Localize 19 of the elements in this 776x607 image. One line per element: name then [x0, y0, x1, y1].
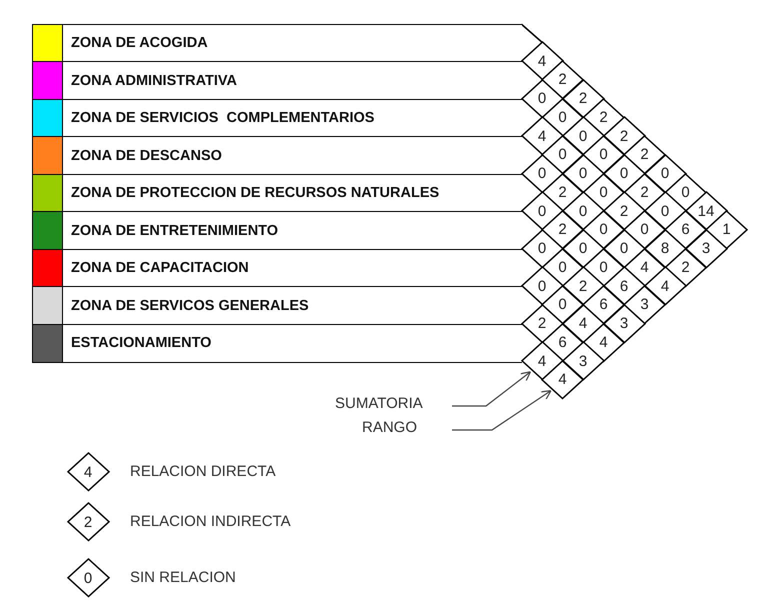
arrow: [452, 371, 532, 407]
arrow: [452, 390, 552, 431]
zone-label: ZONA DE PROTECCION DE RECURSOS NATURALES: [71, 185, 440, 201]
zone-label: ZONA DE ENTRETENIMIENTO: [71, 222, 278, 238]
zone-label: ESTACIONAMIENTO: [71, 335, 212, 351]
zone-label: ZONA DE SERVICOS GENERALES: [71, 298, 309, 314]
zone-label: ZONA DE ACOGIDA: [71, 35, 208, 51]
zone-label: ZONA DE DESCANSO: [71, 148, 222, 164]
zone-label: ZONA DE CAPACITACION: [71, 260, 249, 276]
legend-label: SIN RELACION: [130, 569, 236, 586]
zone-label: ZONA ADMINISTRATIVA: [71, 72, 237, 88]
legend-label: RELACION DIRECTA: [130, 463, 276, 480]
annotation-label: SUMATORIA: [335, 395, 452, 415]
zone-label: ZONA DE SERVICIOS COMPLEMENTARIOS: [71, 110, 374, 126]
legend-diamond: 2: [68, 503, 108, 541]
legend-diamond: 4: [68, 453, 108, 491]
legend-diamond: 0: [68, 559, 108, 597]
legend-label: RELACION INDIRECTA: [130, 513, 291, 530]
annotation-label: RANGO: [362, 419, 452, 439]
